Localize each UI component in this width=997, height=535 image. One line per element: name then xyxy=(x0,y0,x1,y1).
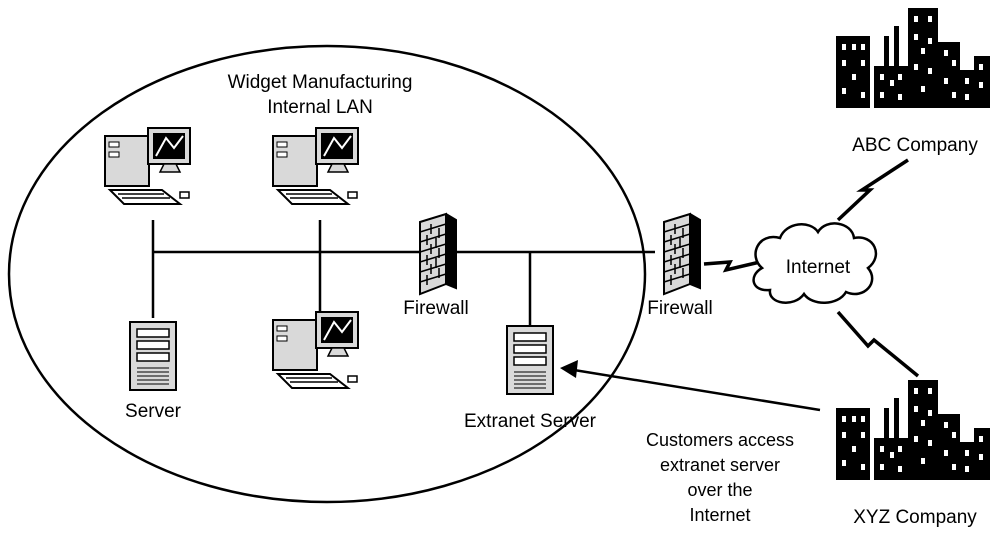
firewall-inner-label: Firewall xyxy=(403,298,468,319)
internet-xyz-link xyxy=(836,310,920,378)
firewall-internet-link xyxy=(703,260,761,273)
internet-cloud-icon xyxy=(752,222,878,304)
internet-abc-link xyxy=(836,158,909,222)
xyz-company-label: XYZ Company xyxy=(853,507,977,528)
extranet-server-label: Extranet Server xyxy=(464,411,597,432)
firewall-outer-label: Firewall xyxy=(647,298,712,319)
note-line-3: over the xyxy=(687,480,752,500)
customer-access-note: Customers access extranet server over th… xyxy=(646,430,794,525)
lan-title-line1: Widget Manufacturing xyxy=(228,72,413,93)
abc-company-label: ABC Company xyxy=(852,135,978,156)
internet-label: Internet xyxy=(786,257,851,278)
network-links xyxy=(151,220,655,325)
workstation-computer-icon xyxy=(104,127,191,205)
workstation-computer-icon xyxy=(272,127,359,205)
extranet-server-icon xyxy=(506,325,554,395)
server-label: Server xyxy=(125,401,182,422)
firewall-brick-icon xyxy=(663,213,701,295)
lan-title-line2: Internal LAN xyxy=(267,97,373,118)
note-line-4: Internet xyxy=(689,505,750,525)
arrow-head-icon xyxy=(560,360,578,378)
note-line-2: extranet server xyxy=(660,455,780,475)
access-arrow xyxy=(573,368,821,412)
firewall-brick-icon xyxy=(419,213,457,295)
workstation-computer-icon xyxy=(272,311,359,389)
abc-company-buildings-icon xyxy=(836,8,990,108)
note-line-1: Customers access xyxy=(646,430,794,450)
lan-boundary xyxy=(7,44,647,504)
xyz-company-buildings-icon xyxy=(836,380,990,480)
server-icon xyxy=(129,321,177,391)
